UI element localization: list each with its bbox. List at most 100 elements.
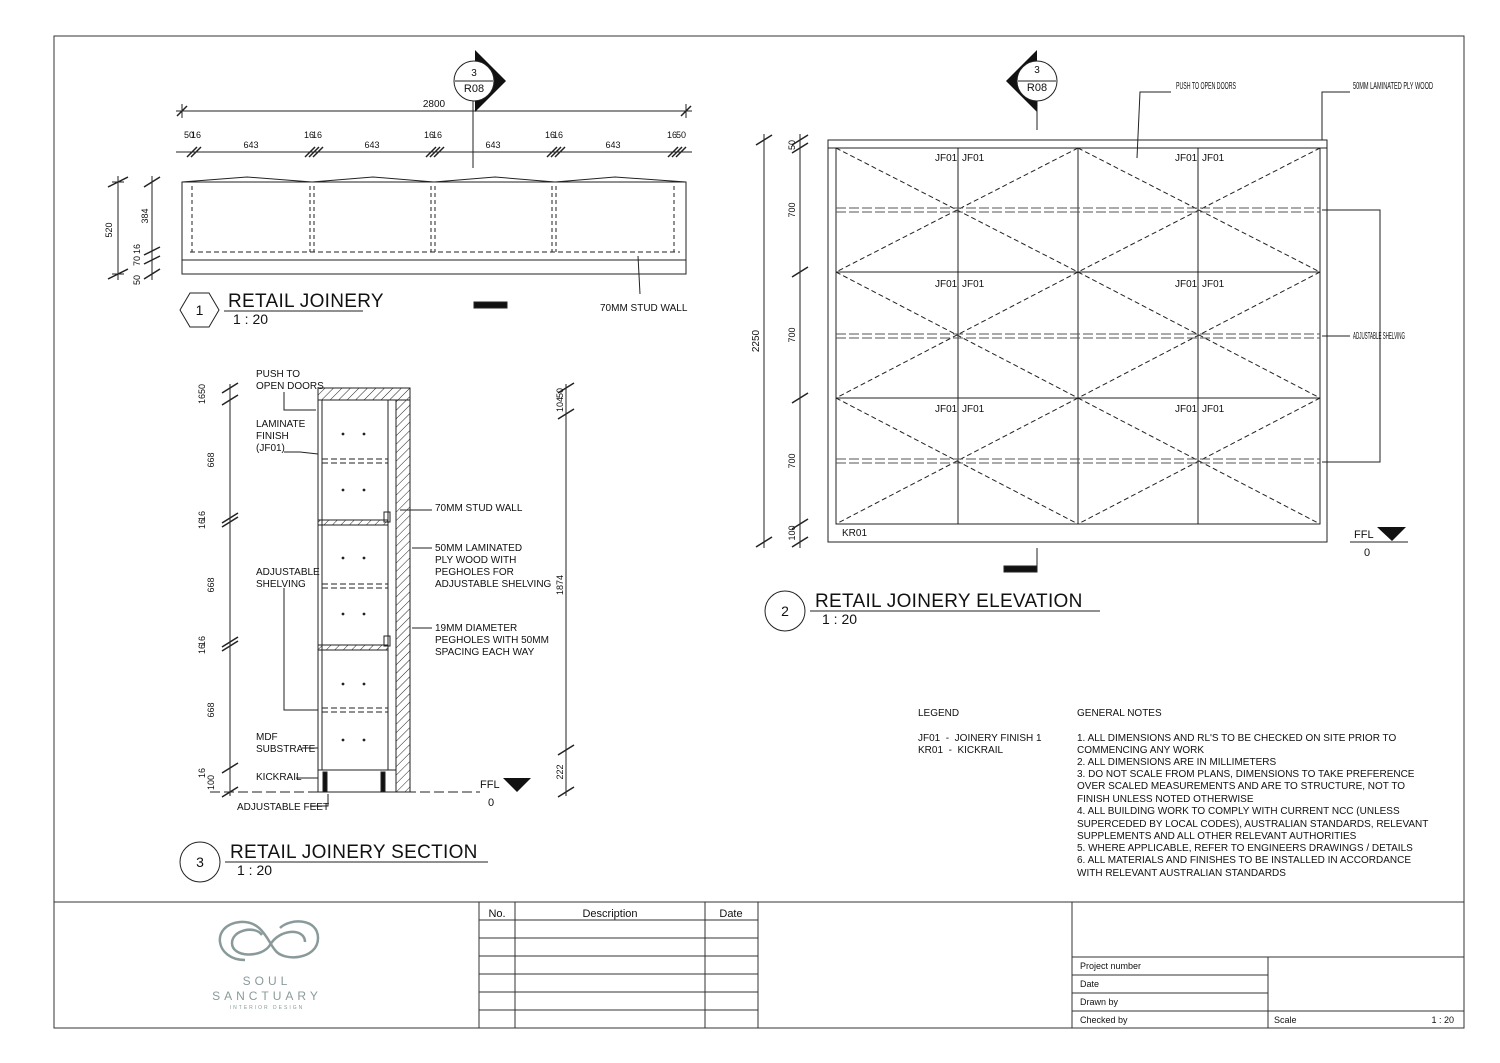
elevation-view-number: 2 <box>781 603 789 619</box>
svg-text:PLY WOOD WITH: PLY WOOD WITH <box>435 555 516 566</box>
elevation-row-dims: 50 700 700 700 100 <box>787 140 797 541</box>
svg-text:JF01: JF01 <box>962 404 985 415</box>
svg-text:668: 668 <box>206 452 216 467</box>
svg-text:16: 16 <box>667 130 677 140</box>
elevation-view <box>755 91 1381 573</box>
svg-text:643: 643 <box>605 140 620 150</box>
svg-text:70MM STUD WALL: 70MM STUD WALL <box>435 503 523 514</box>
section-left-dims: 16 50 668 16 16 668 16 16 668 16 100 <box>197 384 216 790</box>
svg-text:Date: Date <box>1080 979 1099 989</box>
dim-plan-lower-2: 70 <box>132 256 142 266</box>
revision-header-date: Date <box>719 908 742 920</box>
svg-text:OPEN DOORS: OPEN DOORS <box>256 381 324 392</box>
dim-overall-plan: 2800 <box>423 99 446 110</box>
svg-text:16: 16 <box>197 644 207 654</box>
revision-table <box>478 902 759 1028</box>
elevation-ffl-label: FFL <box>1354 529 1374 541</box>
svg-text:1. ALL DIMENSIONS AND RL'S TO: 1. ALL DIMENSIONS AND RL'S TO BE CHECKED… <box>1077 733 1396 744</box>
legend-item-2: KR01 - KICKRAIL <box>918 745 1003 756</box>
svg-text:Project number: Project number <box>1080 961 1141 971</box>
section-callouts: PUSH TO OPEN DOORS LAMINATE FINISH (JF01… <box>237 369 552 813</box>
section-pegholes <box>341 432 366 742</box>
general-notes: 1. ALL DIMENSIONS AND RL'S TO BE CHECKED… <box>1077 733 1428 879</box>
svg-text:JF01: JF01 <box>1202 153 1225 164</box>
section-view-scale: 1 : 20 <box>237 862 272 878</box>
elevation-callout-shelving: ADJUSTABLE SHELVING <box>1353 331 1405 342</box>
svg-text:ADJUSTABLE: ADJUSTABLE <box>256 567 320 578</box>
svg-text:643: 643 <box>243 140 258 150</box>
logo-tagline: INTERIOR DESIGN <box>230 1005 304 1011</box>
section-view-title: RETAIL JOINERY SECTION <box>230 842 478 863</box>
svg-text:19MM DIAMETER: 19MM DIAMETER <box>435 623 517 634</box>
svg-text:50: 50 <box>184 130 194 140</box>
svg-text:16: 16 <box>432 130 442 140</box>
svg-text:MDF: MDF <box>256 732 278 743</box>
section-marker-elevation <box>1006 50 1058 112</box>
section-view <box>210 382 575 807</box>
svg-text:643: 643 <box>485 140 500 150</box>
svg-text:104: 104 <box>555 397 565 412</box>
svg-text:SUBSTRATE: SUBSTRATE <box>256 744 316 755</box>
plan-view <box>107 92 692 309</box>
plan-bay-dims: 50 16 643 16 16 643 16 16 643 16 16 643 … <box>184 130 686 150</box>
svg-text:SPACING EACH WAY: SPACING EACH WAY <box>435 647 535 658</box>
svg-text:50MM LAMINATED: 50MM LAMINATED <box>435 543 522 554</box>
svg-text:16: 16 <box>553 130 563 140</box>
section-marker-plan-sheet: R08 <box>464 83 484 95</box>
plan-view-title: RETAIL JOINERY <box>228 291 384 312</box>
svg-text:50: 50 <box>787 140 797 150</box>
svg-text:16: 16 <box>424 130 434 140</box>
svg-text:1874: 1874 <box>555 575 565 595</box>
svg-text:6. ALL MATERIALS AND FINISHES: 6. ALL MATERIALS AND FINISHES TO BE INST… <box>1077 855 1411 866</box>
svg-text:Scale: Scale <box>1274 1015 1297 1025</box>
svg-text:100: 100 <box>787 525 797 540</box>
svg-text:JF01: JF01 <box>962 153 985 164</box>
svg-text:16: 16 <box>312 130 322 140</box>
elevation-view-title: RETAIL JOINERY ELEVATION <box>815 591 1083 612</box>
svg-text:700: 700 <box>787 202 797 217</box>
logo <box>218 920 320 962</box>
svg-text:JF01: JF01 <box>935 279 958 290</box>
svg-text:JF01: JF01 <box>1175 404 1198 415</box>
svg-text:JF01: JF01 <box>1175 153 1198 164</box>
svg-text:16: 16 <box>545 130 555 140</box>
elevation-ffl-marker <box>1377 527 1406 541</box>
svg-text:SHELVING: SHELVING <box>256 579 306 590</box>
elevation-view-number-circle <box>764 590 806 632</box>
svg-text:JF01: JF01 <box>1202 404 1225 415</box>
svg-text:100: 100 <box>206 775 216 790</box>
project-info-fields: Project number Date Drawn by Checked by … <box>1080 961 1454 1025</box>
elevation-callout-push: PUSH TO OPEN DOORS <box>1176 81 1236 92</box>
svg-text:LAMINATE: LAMINATE <box>256 419 306 430</box>
svg-text:3. DO NOT SCALE FROM PLANS, DI: 3. DO NOT SCALE FROM PLANS, DIMENSIONS T… <box>1077 769 1415 780</box>
svg-text:ADJUSTABLE SHELVING: ADJUSTABLE SHELVING <box>435 579 552 590</box>
dim-elevation-overall: 2250 <box>751 329 762 352</box>
section-right-dims: 104 50 1874 222 <box>555 388 565 780</box>
dim-plan-height: 520 <box>104 222 114 237</box>
section-marker-plan <box>453 50 506 112</box>
svg-text:OVER SCALED MEASUREMENTS AND A: OVER SCALED MEASUREMENTS AND ARE TO STRU… <box>1077 781 1405 792</box>
svg-text:16: 16 <box>197 511 207 521</box>
svg-text:4. ALL BUILDING WORK TO COMPLY: 4. ALL BUILDING WORK TO COMPLY WITH CURR… <box>1077 806 1400 817</box>
svg-text:FINISH: FINISH <box>256 431 289 442</box>
section-marker-plan-number: 3 <box>471 68 477 79</box>
svg-text:JF01: JF01 <box>1175 279 1198 290</box>
svg-text:PUSH TO: PUSH TO <box>256 369 300 380</box>
notes-heading: GENERAL NOTES <box>1077 708 1162 719</box>
svg-text:SUPERCEDED BY LOCAL CODES), AU: SUPERCEDED BY LOCAL CODES), AUSTRALIAN S… <box>1077 819 1428 830</box>
revision-header-description: Description <box>582 908 637 920</box>
svg-text:668: 668 <box>206 577 216 592</box>
svg-text:JF01: JF01 <box>1202 279 1225 290</box>
svg-text:JF01: JF01 <box>935 404 958 415</box>
revision-header-no: No. <box>488 908 505 920</box>
svg-text:(JF01): (JF01) <box>256 443 285 454</box>
legend-heading: LEGEND <box>918 708 959 719</box>
elevation-view-scale: 1 : 20 <box>822 611 857 627</box>
project-info-table <box>1071 902 1464 1028</box>
svg-text:16: 16 <box>197 636 207 646</box>
logo-word-sanctuary: SANCTUARY <box>212 989 322 1003</box>
logo-word-soul: SOUL <box>243 974 292 988</box>
svg-text:2. ALL DIMENSIONS ARE IN MILLI: 2. ALL DIMENSIONS ARE IN MILLIMETERS <box>1077 757 1276 768</box>
plan-stud-wall-label: 70MM STUD WALL <box>600 303 688 314</box>
